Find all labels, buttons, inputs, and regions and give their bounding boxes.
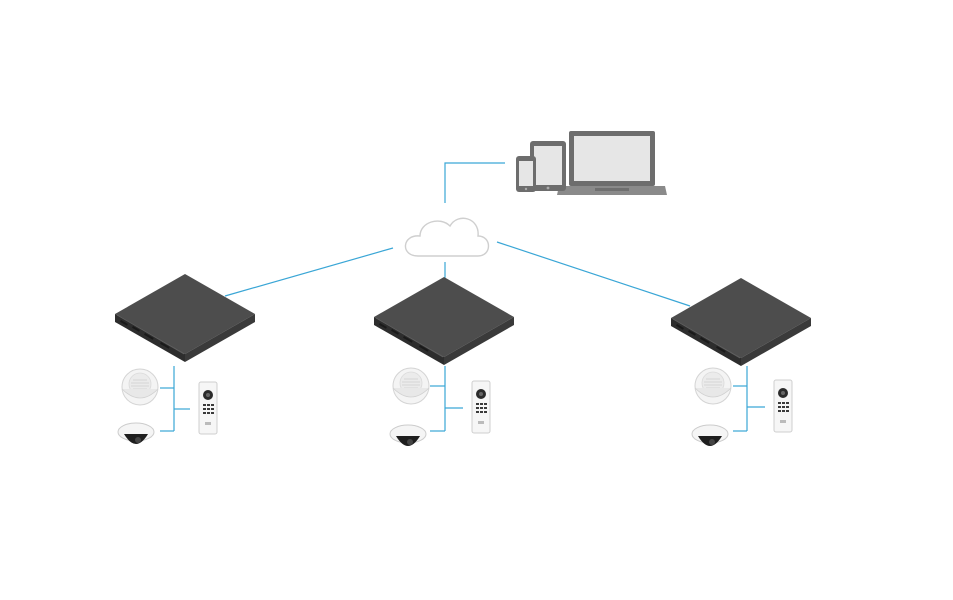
link-cloud-clients (444, 162, 505, 203)
door-station-icon (773, 379, 793, 433)
device-links (733, 366, 765, 432)
recorder-group-2 (373, 276, 515, 447)
client-devices (516, 131, 667, 195)
network-recorder-icon (114, 273, 256, 363)
network-recorder-icon (670, 277, 812, 367)
recorder-group-3 (670, 277, 812, 447)
cloud-icon (404, 217, 490, 257)
dome-camera-icon (691, 424, 729, 447)
link-cloud-recorder-3 (496, 241, 691, 307)
speaker-icon (392, 367, 430, 405)
recorder-group-1 (114, 273, 256, 445)
phone-icon (516, 156, 536, 192)
door-station-icon (471, 380, 491, 434)
speaker-icon (694, 367, 732, 405)
link-cloud-recorder-1 (224, 247, 394, 297)
network-recorder-icon (373, 276, 515, 366)
device-links (430, 366, 463, 432)
speaker-icon (121, 368, 159, 406)
device-links (160, 366, 190, 432)
dome-camera-icon (389, 424, 427, 447)
door-station-icon (198, 381, 218, 435)
tablet-icon (530, 141, 566, 191)
laptop-icon (557, 131, 667, 195)
network-links (224, 162, 691, 307)
dome-camera-icon (117, 422, 155, 445)
